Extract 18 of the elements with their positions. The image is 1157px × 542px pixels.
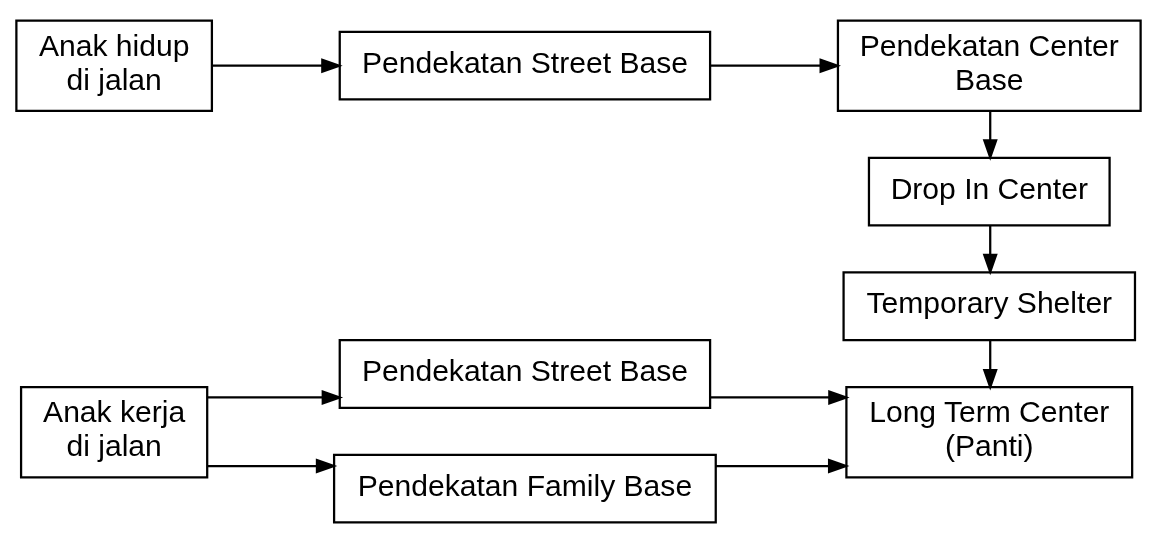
arrow <box>212 57 343 73</box>
arrow <box>982 340 998 390</box>
node-box: Long Term Center (Panti) <box>845 385 1134 478</box>
arrow <box>710 57 841 73</box>
node-box: Pendekatan Street Base <box>338 338 712 409</box>
node-box: Temporary Shelter <box>842 270 1137 341</box>
arrow <box>710 389 850 405</box>
node-box: Drop In Center <box>867 156 1111 227</box>
node-box: Anak kerja di jalan <box>19 385 209 478</box>
node-box: Pendekatan Street Base <box>338 30 712 101</box>
arrow <box>982 225 998 275</box>
arrow <box>207 458 338 474</box>
node-box: Pendekatan Center Base <box>836 18 1142 112</box>
arrow <box>715 458 850 474</box>
node-box: Anak hidup di jalan <box>15 18 214 112</box>
arrow <box>982 110 998 161</box>
node-box: Pendekatan Family Base <box>332 453 717 524</box>
arrow <box>207 389 344 405</box>
